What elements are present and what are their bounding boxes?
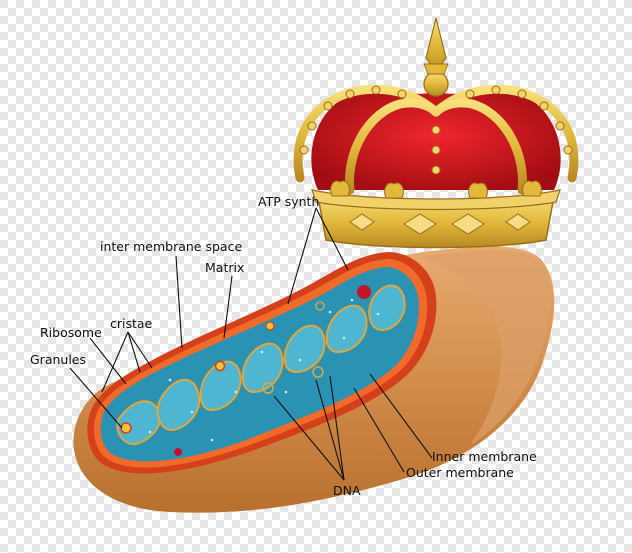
leader-dna-2 <box>315 379 345 481</box>
label-inter-membrane-space: inter membrane space <box>100 239 242 254</box>
leader-outer-membrane <box>353 387 405 473</box>
crown-fleurons <box>330 180 542 199</box>
cristae <box>116 284 406 446</box>
crown-jewels <box>349 213 531 235</box>
capsule-rim <box>420 249 551 445</box>
royal-crown-icon <box>293 17 579 249</box>
leader-ribosome <box>89 337 127 385</box>
label-matrix: Matrix <box>205 260 244 275</box>
mitochondrion <box>73 246 555 513</box>
label-atp-synth: ATP synth <box>258 194 319 209</box>
labels: ATP synth inter membrane space Matrix cr… <box>30 194 537 498</box>
label-outer-membrane: Outer membrane <box>406 465 514 480</box>
leader-lines <box>69 207 433 481</box>
leader-matrix <box>223 275 233 339</box>
leader-dna-1 <box>273 395 345 481</box>
label-granules: Granules <box>30 352 86 367</box>
matrix-speckles <box>148 298 380 442</box>
label-inner-membrane: Inner membrane <box>432 449 537 464</box>
leader-atp-synth-2 <box>315 207 349 271</box>
leader-dna-3 <box>329 375 345 481</box>
label-ribosome: Ribosome <box>40 325 102 340</box>
leader-inter-membrane <box>175 255 183 349</box>
crown-orb <box>423 71 449 97</box>
leader-atp-synth-1 <box>287 207 317 305</box>
leader-cristae-3 <box>127 331 153 369</box>
label-cristae: cristae <box>110 316 153 331</box>
label-dna: DNA <box>333 483 361 498</box>
crown-arches <box>293 84 579 195</box>
leader-cristae-2 <box>127 331 141 373</box>
granules <box>120 285 371 456</box>
leader-inner-membrane <box>369 373 433 459</box>
crown-spike-collar <box>423 63 449 75</box>
crown-pearls <box>299 85 573 175</box>
leader-granules <box>69 367 123 429</box>
leader-cristae-1 <box>101 331 129 393</box>
